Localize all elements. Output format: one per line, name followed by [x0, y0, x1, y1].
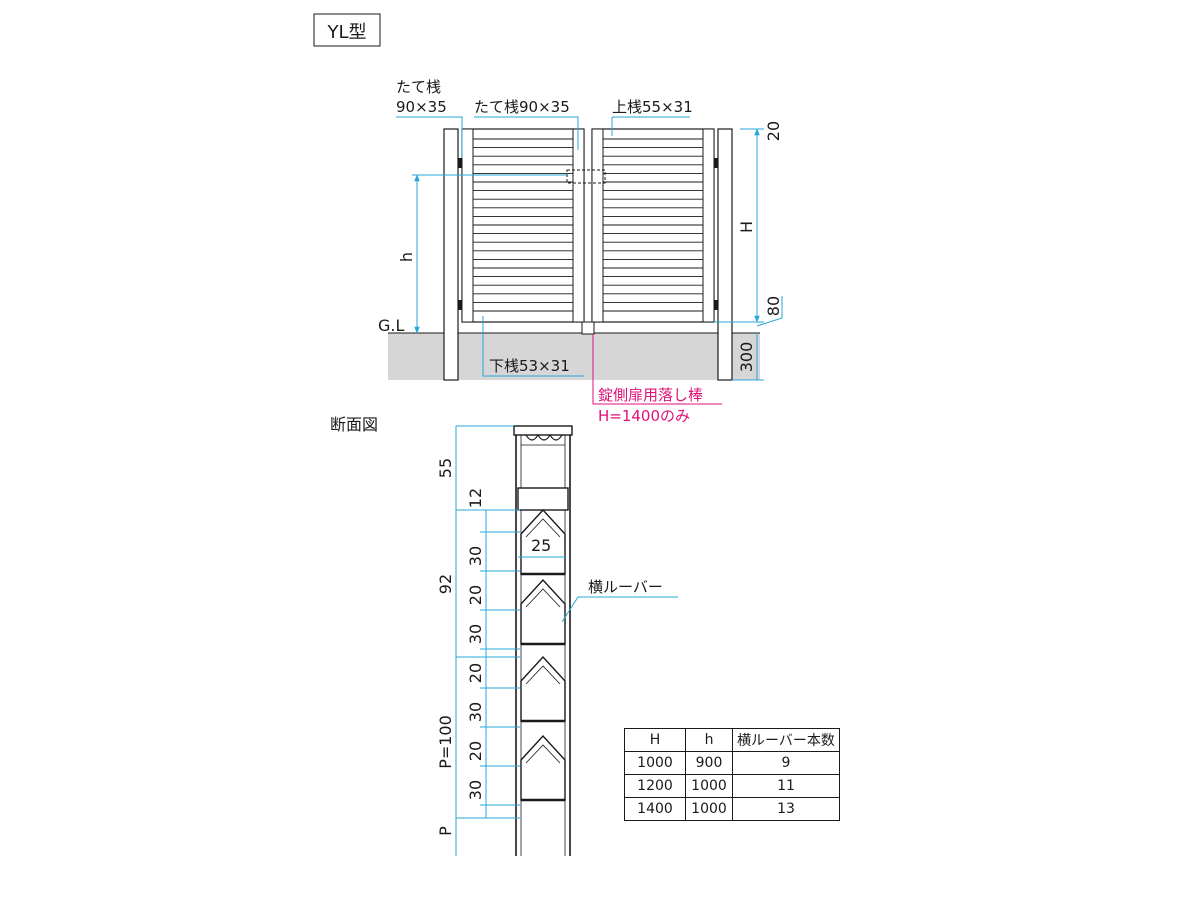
left-post-label-line1: たて桟	[396, 78, 441, 96]
right-post	[717, 128, 733, 381]
pitch-short-dim: P	[436, 826, 455, 836]
pitch-dim: P=100	[436, 715, 455, 769]
table-cell: 1400	[624, 797, 686, 821]
louver-profile	[520, 508, 566, 575]
right-gate-leaf	[591, 128, 715, 323]
latch-icon	[566, 169, 606, 184]
center-stile-label: たて桟90×35	[474, 98, 570, 116]
top-member-dim: 55	[436, 458, 455, 478]
segment-dim-a: 30	[466, 546, 485, 566]
top-rail-label: 上桟55×31	[612, 98, 693, 116]
table-row: 1200 1000 11	[624, 774, 840, 798]
segment-dim-a: 30	[466, 702, 485, 722]
section-title: 断面図	[330, 415, 378, 434]
type-label: YL型	[326, 22, 366, 43]
bottom-rail-leader	[482, 316, 584, 377]
bottom-gap-label: 80	[764, 296, 783, 316]
center-stile-leader	[474, 116, 579, 150]
left-post-leader	[396, 116, 463, 158]
louver-width-dim: 25	[531, 536, 551, 555]
table-row: 1000 900 9	[624, 751, 840, 775]
hinge-icon	[714, 300, 718, 310]
table-header-cell: h	[685, 728, 733, 752]
gap-dim: 12	[466, 488, 485, 508]
type-label-box	[313, 13, 381, 47]
table-cell: 1200	[624, 774, 686, 798]
bottom-rail-label: 下桟53×31	[489, 357, 570, 375]
louver-profile	[520, 655, 566, 722]
drop-rod-label-line1: 錠側扉用落し棒	[598, 386, 703, 404]
ground-line-label: G.L	[378, 316, 404, 335]
table-cell: 11	[732, 774, 840, 798]
embed-depth-label: 300	[737, 342, 756, 373]
segment-dim-b: 20	[466, 663, 485, 683]
louver-profile	[520, 578, 566, 645]
table-cell: 9	[732, 751, 840, 775]
table-header-row: H h 横ルーバー本数	[624, 728, 840, 752]
section-profile	[513, 425, 573, 856]
table-row: 1400 1000 13	[624, 797, 840, 821]
table-cell: 1000	[624, 751, 686, 775]
span-dim: 92	[436, 574, 455, 594]
h-dimension-label: h	[397, 252, 416, 262]
table-cell: 13	[732, 797, 840, 821]
segment-dim-b: 20	[466, 741, 485, 761]
hinge-icon	[458, 300, 462, 310]
top-gap-label: 20	[764, 121, 783, 141]
table-cell: 1000	[685, 797, 733, 821]
left-post-label-line2: 90×35	[396, 98, 447, 116]
left-gate-leaf	[461, 128, 585, 323]
louver-profile	[520, 734, 566, 801]
table-cell: 900	[685, 751, 733, 775]
drop-rod-label-line2: H=1400のみ	[598, 407, 690, 425]
segment-dim-a: 30	[466, 624, 485, 644]
hinge-icon	[458, 158, 462, 168]
table-header-cell: 横ルーバー本数	[732, 728, 840, 752]
table-cell: 1000	[685, 774, 733, 798]
segment-dim-a: 30	[466, 780, 485, 800]
drop-rod-leader	[592, 334, 722, 405]
hinge-icon	[714, 158, 718, 168]
left-post	[443, 128, 459, 381]
drop-rod-foot	[581, 321, 595, 335]
H-dimension-label: H	[737, 221, 756, 233]
louver-label: 横ルーバー	[588, 578, 663, 596]
louver-leader	[561, 596, 678, 623]
spec-table: H h 横ルーバー本数 1000 900 9 1200 1000 11 1400…	[624, 728, 840, 821]
table-header-cell: H	[624, 728, 686, 752]
segment-dim-b: 20	[466, 585, 485, 605]
